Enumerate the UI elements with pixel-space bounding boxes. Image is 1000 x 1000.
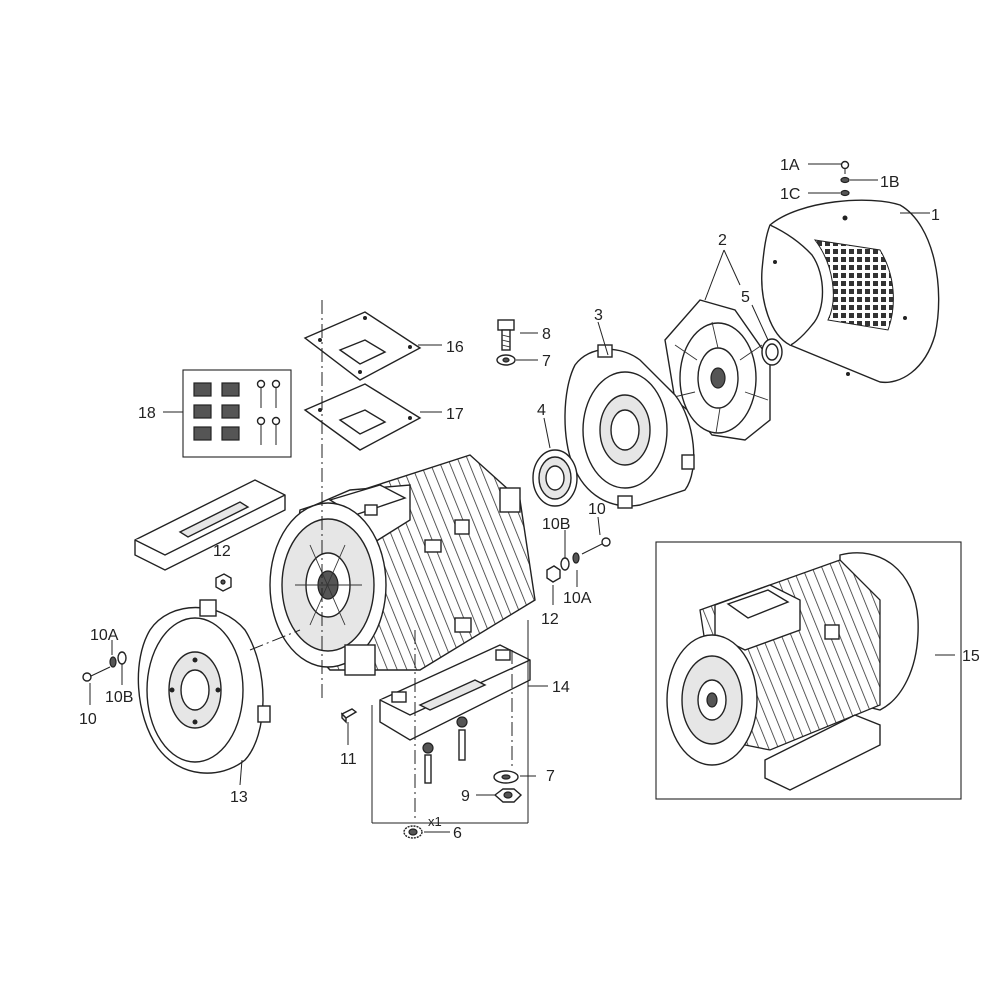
label-10a-left: 10A xyxy=(90,627,119,644)
foot-assembly-part xyxy=(379,644,531,741)
front-end-shield-part xyxy=(137,599,271,774)
label-5: 5 xyxy=(741,289,750,306)
washer-1b-part xyxy=(840,176,850,184)
bolt-10-left-part xyxy=(82,666,111,682)
label-10b-left: 10B xyxy=(105,689,133,706)
label-8: 8 xyxy=(542,326,551,343)
lock-washer-6-part xyxy=(403,825,423,839)
label-1: 1 xyxy=(931,207,940,224)
key-part xyxy=(340,708,358,724)
washer-7-top-part xyxy=(496,354,516,366)
label-4: 4 xyxy=(537,402,546,419)
nut-9-part xyxy=(493,788,523,803)
label-14: 14 xyxy=(552,679,570,696)
assembled-motor-inset-part xyxy=(655,541,962,800)
label-10a-right: 10A xyxy=(563,590,592,607)
label-3: 3 xyxy=(594,307,603,324)
nut-12-right-part xyxy=(546,565,561,583)
washer-10a-right-part xyxy=(572,552,580,564)
label-16: 16 xyxy=(446,339,464,356)
washer-10b-left-part xyxy=(117,651,127,665)
screw-1a-part xyxy=(840,160,850,174)
label-1c: 1C xyxy=(780,186,800,203)
label-10-left: 10 xyxy=(79,711,97,728)
label-15: 15 xyxy=(962,648,980,665)
label-13: 13 xyxy=(230,789,248,806)
washer-10a-left-part xyxy=(109,656,117,668)
washer-1c-part xyxy=(840,189,850,197)
leader-lines xyxy=(89,163,955,833)
label-2: 2 xyxy=(718,232,727,249)
label-9: 9 xyxy=(461,788,470,805)
label-6-quantity: x1 xyxy=(428,814,442,829)
bolt-foot-b-part xyxy=(456,716,468,761)
label-12-right: 12 xyxy=(541,611,559,628)
fan-part xyxy=(664,299,771,441)
label-17: 17 xyxy=(446,406,464,423)
bolt-10-right-part xyxy=(581,537,611,555)
fan-cover-part xyxy=(761,199,940,384)
bolt-8-part xyxy=(497,319,515,351)
label-7-top: 7 xyxy=(542,353,551,370)
gasket-part xyxy=(303,383,422,451)
label-1a: 1A xyxy=(780,157,800,174)
motor-body-part xyxy=(269,454,536,676)
circlip-part xyxy=(761,338,783,366)
end-shield-part xyxy=(564,344,695,509)
nut-12-left-part xyxy=(215,573,232,592)
foot-upper-part xyxy=(134,479,286,571)
label-1b: 1B xyxy=(880,174,900,191)
terminal-cover-part xyxy=(303,311,422,381)
label-7-bottom: 7 xyxy=(546,768,555,785)
washer-7-bottom-part xyxy=(493,770,519,784)
label-10-right: 10 xyxy=(588,501,606,518)
bearing-part xyxy=(532,449,578,507)
label-6: 6 xyxy=(453,825,462,842)
terminal-kit-part xyxy=(182,369,292,458)
label-11: 11 xyxy=(340,751,357,768)
washer-10b-right-part xyxy=(560,557,570,571)
label-10b-right: 10B xyxy=(542,516,570,533)
centerline-horizontal xyxy=(249,629,301,651)
bolt-foot-a-part xyxy=(422,742,434,784)
label-18: 18 xyxy=(138,405,156,422)
label-12-left: 12 xyxy=(213,543,231,560)
